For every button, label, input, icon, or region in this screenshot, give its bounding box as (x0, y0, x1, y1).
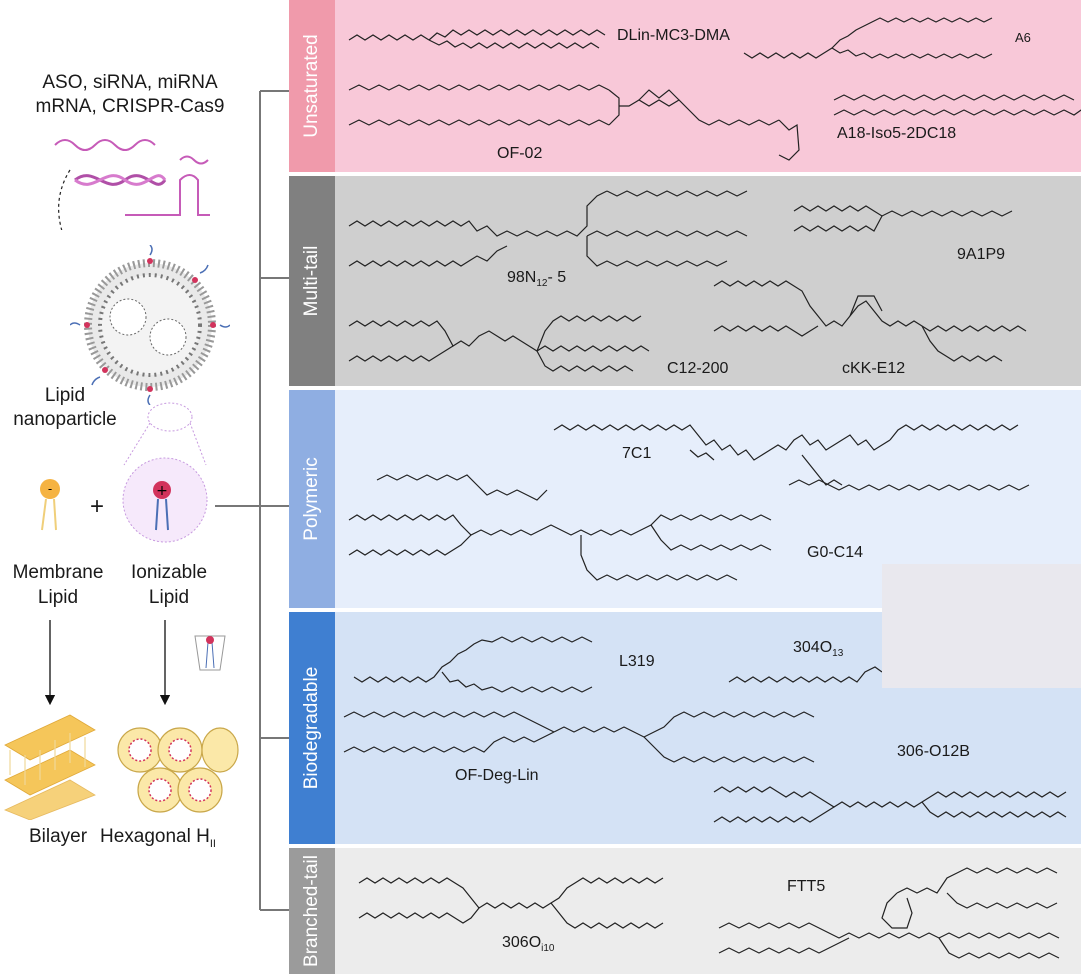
category-bracket (215, 90, 289, 911)
ionizable-lipid-icon: + (122, 457, 208, 543)
lipid-of-deg-lin: OF-Deg-Lin (455, 767, 539, 784)
section-polymeric-title: Polymeric (301, 457, 322, 541)
structure-ckk-e12 (713, 280, 1027, 362)
lipid-ftt5: FTT5 (787, 878, 826, 895)
membrane-label-line1: Membrane (12, 562, 104, 583)
structure-ftt5 (718, 867, 1060, 959)
lipid-nanoparticle-icon (70, 245, 230, 405)
section-biodegradable-header: Biodegradable (289, 612, 335, 844)
lnp-label-line1: Lipid (44, 385, 86, 406)
structure-98n12-5 (348, 190, 748, 267)
section-branched-tail: Branched-tail 306Oi10 FTT5 (289, 848, 1081, 974)
hexagonal-label-sub: II (209, 837, 216, 850)
lipid-98n12-5-suffix: - 5 (547, 269, 567, 286)
zoom-connector (123, 402, 207, 466)
lipid-304o13: 304O13 (793, 639, 843, 659)
blank-overlay-box (882, 564, 1081, 688)
structure-a18-iso5-2dc18 (833, 94, 1081, 116)
structure-l319 (353, 636, 593, 693)
section-unsaturated: Unsaturated DLin-MC3-DMA A6 OF-02 A (289, 0, 1081, 172)
lipid-9a1p9: 9A1P9 (957, 246, 1006, 263)
structure-304o13 (728, 666, 883, 683)
section-polymeric-header: Polymeric (289, 390, 335, 608)
lipid-306oi10-name: 306O (502, 934, 542, 951)
lipid-ckk-e12: cKK-E12 (842, 360, 906, 377)
section-polymeric: Polymeric 7C1 G0-C14 (289, 390, 1081, 608)
lipid-c12-200: C12-200 (667, 360, 729, 377)
transition-arrows (44, 620, 226, 706)
lipid-a18-iso5-2dc18: A18-Iso5-2DC18 (837, 125, 957, 142)
structure-a6 (743, 17, 993, 59)
bilayer-icon (3, 714, 96, 820)
structure-7c1 (553, 424, 1019, 486)
lipid-306oi10-sub: i10 (541, 943, 555, 955)
svg-text:-: - (48, 482, 52, 496)
lipid-7c1: 7C1 (622, 445, 652, 462)
section-biodegradable: Biodegradable L319 304O13 OF-Deg-Lin 306… (289, 564, 1081, 844)
lipid-l319: L319 (619, 653, 655, 670)
section-multi-tail-title: Multi-tail (301, 245, 322, 317)
lnp-label-line2: nanoparticle (13, 409, 117, 430)
lipid-98n12-5-sub: 12 (536, 278, 548, 290)
section-multi-tail: Multi-tail 98N12- 5 9A1P9 C12-200 (289, 176, 1081, 386)
plus-sign: + (90, 493, 105, 520)
structure-9a1p9 (793, 205, 1013, 232)
section-branched-tail-header: Branched-tail (289, 848, 335, 974)
lipid-dlin-mc3-dma: DLin-MC3-DMA (617, 27, 730, 44)
lipid-a6: A6 (1015, 30, 1031, 45)
structure-of-deg-lin (343, 711, 815, 763)
lipid-98n12-5: 98N12- 5 (507, 269, 566, 289)
hexagonal-label: Hexagonal HII (100, 825, 240, 852)
section-unsaturated-title: Unsaturated (301, 34, 322, 138)
structure-of-02 (348, 84, 800, 161)
lipid-304o13-name: 304O (793, 639, 833, 656)
lipid-304o13-sub: 13 (832, 648, 844, 660)
lipid-g0-c14: G0-C14 (807, 544, 864, 561)
membrane-lipid-icon: - (40, 479, 60, 531)
section-branched-tail-title: Branched-tail (301, 855, 322, 967)
structure-306oi10 (358, 877, 664, 929)
membrane-label-line2: Lipid (37, 587, 79, 608)
svg-text:+: + (156, 483, 168, 499)
nucleic-acid-icons (54, 139, 210, 230)
hexagonal-label-text: Hexagonal H (100, 826, 210, 847)
bilayer-label: Bilayer (28, 826, 88, 847)
ionizable-label-line1: Ionizable (130, 562, 208, 583)
section-biodegradable-title: Biodegradable (301, 666, 322, 790)
structure-7c1-tail (788, 479, 1030, 491)
section-multi-tail-header: Multi-tail (289, 176, 335, 386)
structure-g0-c14 (348, 474, 772, 581)
lipid-of-02: OF-02 (497, 145, 543, 162)
structure-dlin-mc3-dma (348, 29, 606, 49)
hexagonal-phase-icon (117, 727, 239, 813)
lipid-306oi10: 306Oi10 (502, 934, 555, 954)
lipid-98n12-5-name: 98N (507, 269, 537, 286)
cargo-label-line1: ASO, siRNA, miRNA (42, 72, 218, 93)
lipid-306-o12b: 306-O12B (897, 743, 970, 760)
cargo-label-line2: mRNA, CRISPR-Cas9 (35, 96, 225, 117)
structure-306-o12b (713, 786, 1067, 823)
ionizable-label-line2: Lipid (148, 587, 190, 608)
section-unsaturated-header: Unsaturated (289, 0, 335, 172)
structure-c12-200 (348, 315, 650, 372)
